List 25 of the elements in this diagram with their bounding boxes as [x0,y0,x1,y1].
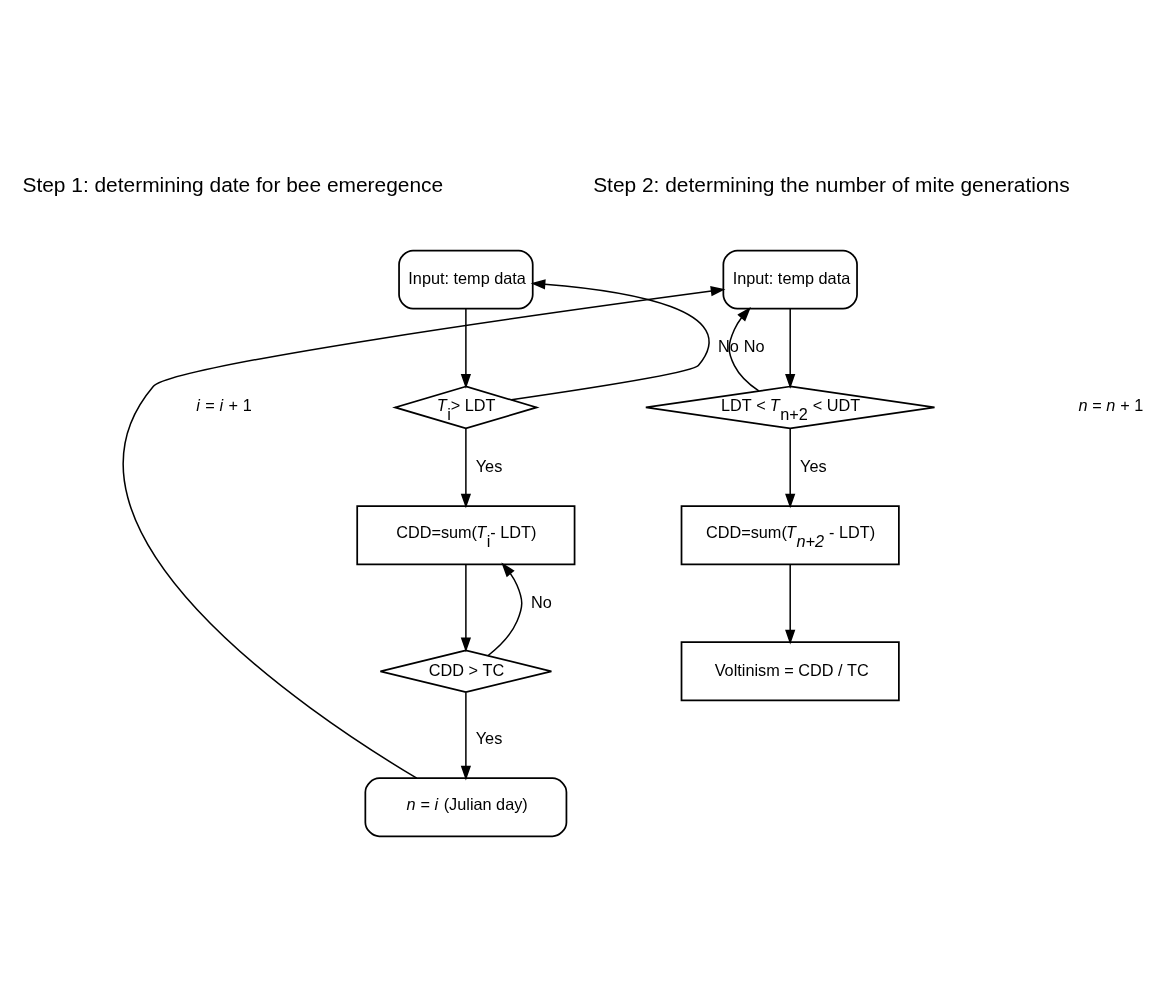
node-box: Voltinism = CDD / TC [680,641,900,702]
node-box: n = i (Julian day) [364,777,568,838]
arrow [728,307,760,392]
label: i = i + 1 [196,395,252,414]
label: Step 1: determining date for bee emeregence [22,172,444,196]
label: Step 2: determining the number of mite generations [593,172,1070,196]
node-box: Input: temp data [722,249,858,310]
label: n = n + 1 [1078,395,1144,414]
edge-label: Yes [475,729,503,748]
arrow [460,563,472,653]
node-box: Input: temp data [398,249,534,310]
arrow [785,308,796,389]
edge-label: No [530,593,552,612]
edge-label: No [743,337,765,356]
arrow [785,563,796,645]
node-diamond: CDD > TC [379,649,553,694]
arrow [487,562,523,657]
edge-label: Yes [800,457,827,476]
arrow [460,428,472,509]
arrow [785,428,796,509]
arrow [460,692,472,781]
arrow [510,279,710,401]
edge-label: Yes [475,457,503,476]
arrow [460,308,472,389]
arrow [122,286,726,779]
